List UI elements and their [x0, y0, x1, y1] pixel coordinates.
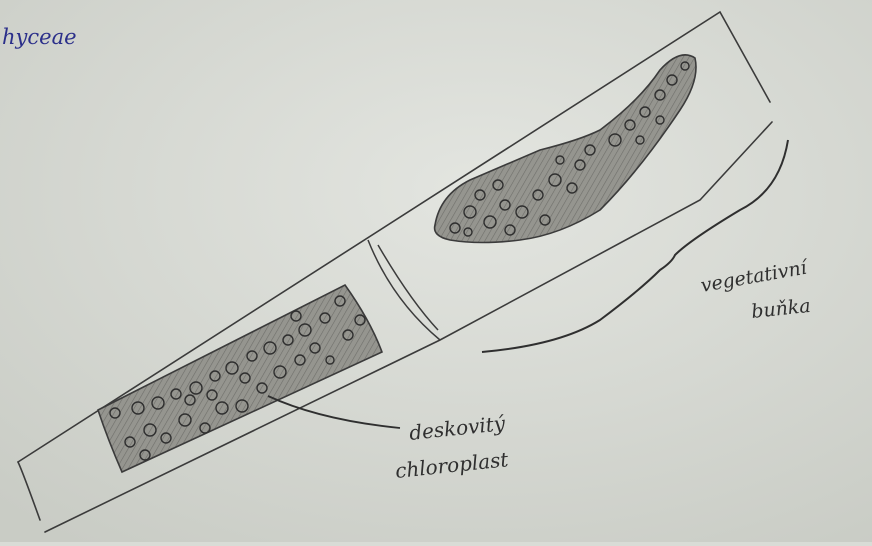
title-fragment: hyceae: [2, 25, 77, 49]
